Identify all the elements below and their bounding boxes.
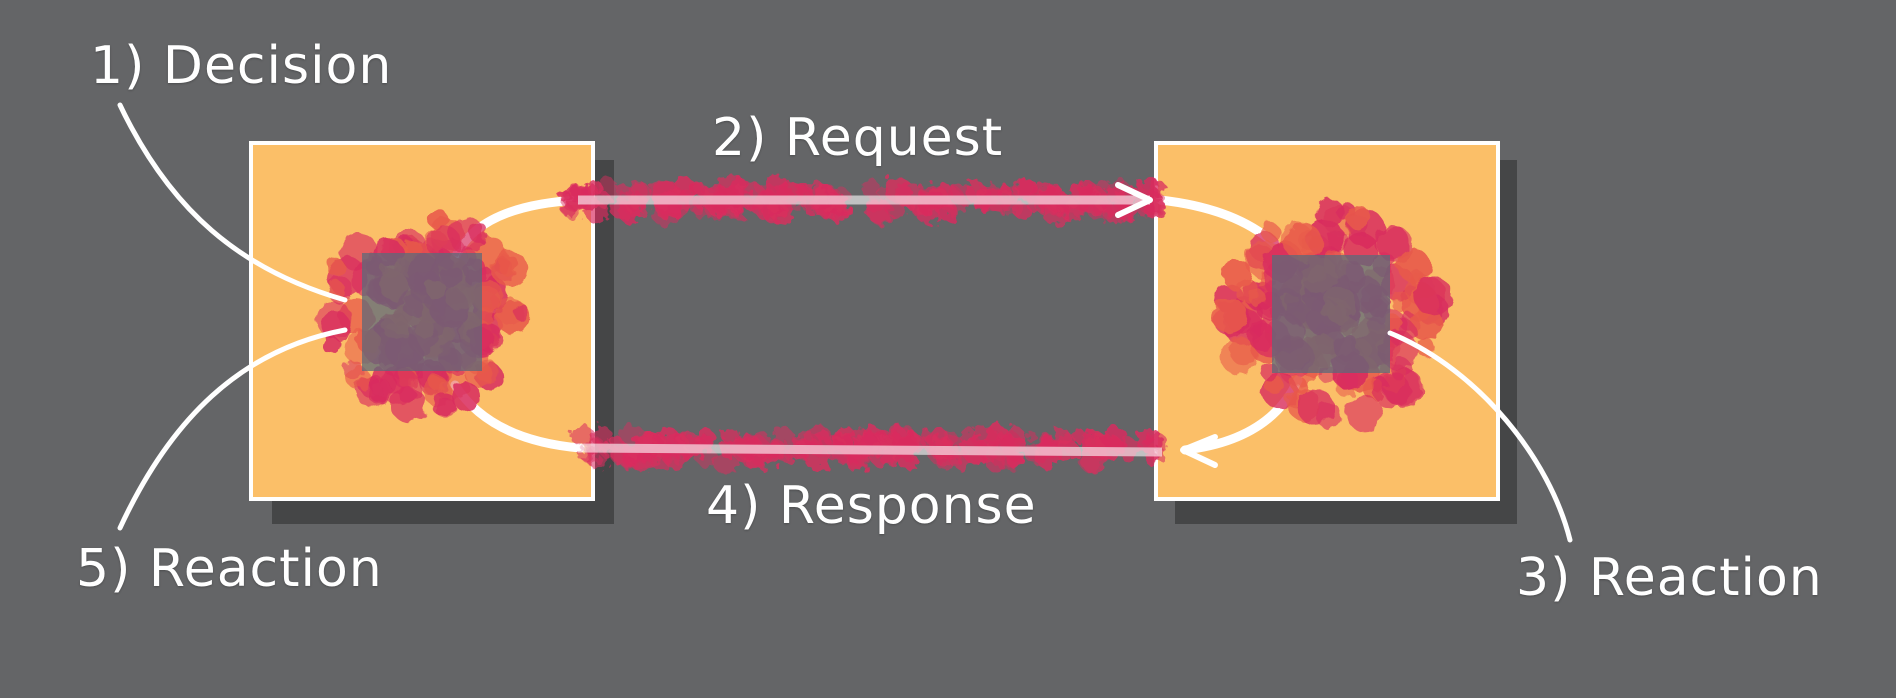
splash-blob [512,303,529,320]
splash-blob [435,397,456,419]
smudge-blob [639,431,655,448]
smudge-blob [1078,179,1097,198]
splash-blob [346,365,370,390]
decision-label: 1) Decision [90,36,393,96]
splash-blob [491,250,528,288]
smudge-blob [804,424,832,452]
reaction-left-label: 5) Reaction [76,539,383,599]
request-arrow [558,174,1166,227]
decision-callout-line [117,102,348,303]
arrow-left-icon [1180,434,1218,468]
reaction-right-label: 3) Reaction [1516,548,1823,608]
smudge-blob [691,183,704,196]
smudge-blob [868,199,894,226]
splash-blob [366,378,393,405]
splash-blob [468,222,489,243]
splash-blob [1248,289,1266,307]
smudge-blob [1012,177,1036,201]
splash-blob [1397,248,1431,283]
smudge-blob [563,201,582,220]
splash-blob [1296,387,1334,425]
smudge-blob [860,178,880,197]
splash-blob [1372,371,1411,409]
splash-blob [1290,376,1308,394]
smudge-blob [1026,431,1038,443]
splash-blob [427,208,448,229]
splash-blob [1261,222,1281,242]
splash-blob [1284,222,1323,262]
smudge-blob [895,181,922,209]
smudge-blob [816,200,837,220]
smudge-blob [1044,182,1061,199]
splash-blob [1284,391,1301,408]
smudge-blob [764,174,790,200]
splash-blob [1345,395,1382,431]
splash-blob [1346,205,1371,230]
splash-blob [1219,337,1258,375]
splash-blob [1327,230,1349,253]
reaction-left-callout-line [117,327,348,531]
smudge-blob [941,430,958,447]
splash-blob [452,382,481,411]
splash-blob [1413,276,1453,316]
response-label: 4) Response [706,476,1037,536]
arrow-right-icon [1115,182,1153,218]
splash-blob [1211,297,1247,334]
smudge-blob [583,449,601,466]
smudge-blob [695,205,710,221]
smudge-blob [1042,200,1069,226]
splash-blob [1390,291,1412,312]
smudge-blob [798,430,815,447]
right-center-square [1272,255,1390,373]
reaction-right-callout-line [1387,330,1573,543]
splash-blob [326,257,345,277]
smudge-blob [558,190,571,202]
splash-blob [428,374,445,391]
request-label: 2) Request [712,108,1004,168]
left-center-square [362,253,482,371]
smudge-blob [1102,425,1128,452]
splash-blob [322,336,341,355]
response-arrow [570,423,1218,474]
